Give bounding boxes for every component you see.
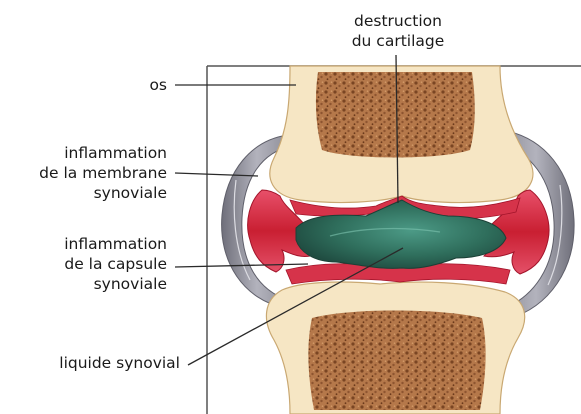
label-destruction-cartilage: destruction du cartilage [352,12,445,50]
label-liquide-line1: liquide synovial [59,354,180,372]
label-liquide: liquide synovial [59,354,180,372]
label-top-line1: destruction [354,12,442,30]
label-capsule-line1: inflammation [64,235,167,253]
label-capsule-line2: de la capsule [64,255,167,273]
label-membrane-line2: de la membrane [39,164,167,182]
label-os: os [149,76,167,94]
label-top-line2: du cartilage [352,32,445,50]
label-os-line1: os [149,76,167,94]
label-membrane-line1: inflammation [64,144,167,162]
upper-bone [270,66,533,203]
label-membrane-line3: synoviale [94,184,167,202]
label-capsule-line3: synoviale [94,275,167,293]
label-capsule: inflammation de la capsule synoviale [64,235,167,293]
label-membrane: inflammation de la membrane synoviale [39,144,167,202]
